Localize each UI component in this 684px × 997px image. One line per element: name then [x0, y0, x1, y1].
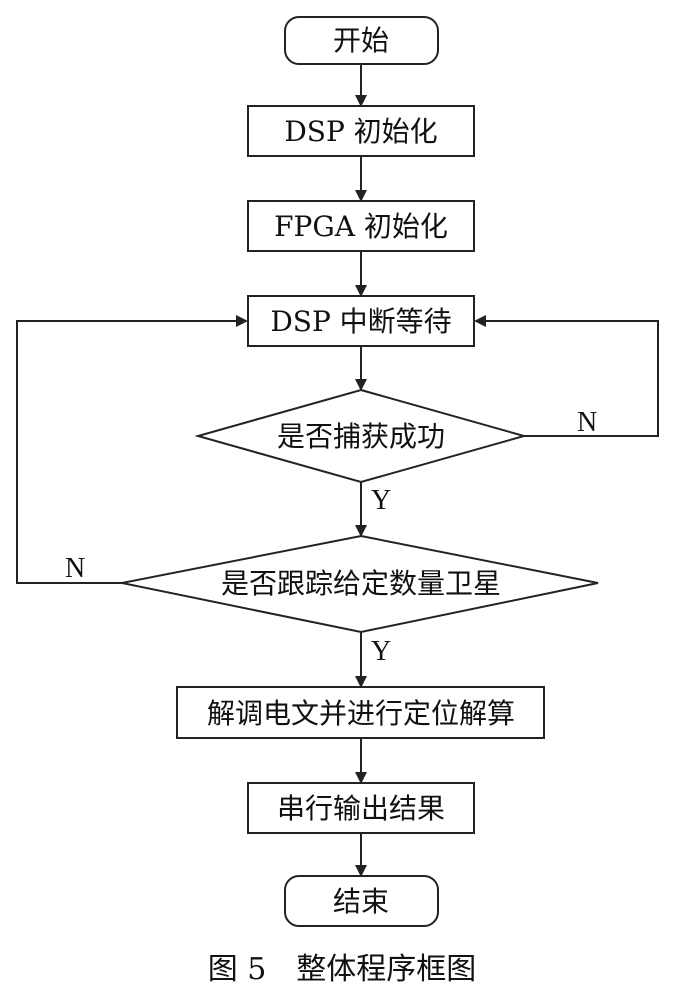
- start-label: 开始: [333, 24, 389, 57]
- dsp-wait-label: DSP 中断等待: [270, 305, 451, 338]
- dsp-wait-node: DSP 中断等待: [247, 295, 475, 347]
- dsp-init-label: DSP 初始化: [284, 115, 437, 148]
- track-decision-node: 是否跟踪给定数量卫星: [121, 534, 599, 634]
- capture-decision-label: 是否捕获成功: [277, 420, 445, 453]
- dsp-init-node: DSP 初始化: [247, 105, 475, 157]
- start-node: 开始: [284, 16, 439, 65]
- end-label: 结束: [333, 885, 389, 918]
- track-yes-label: Y: [371, 636, 391, 667]
- fpga-init-node: FPGA 初始化: [247, 200, 475, 252]
- arrow-capture-no-loop: [474, 315, 659, 437]
- figure-caption: 图 5 整体程序框图: [208, 952, 477, 987]
- serial-out-node: 串行输出结果: [247, 782, 475, 834]
- serial-out-label: 串行输出结果: [277, 792, 445, 825]
- demod-node: 解调电文并进行定位解算: [176, 686, 545, 739]
- capture-decision-node: 是否捕获成功: [194, 388, 528, 484]
- capture-yes-label: Y: [371, 485, 391, 516]
- track-decision-label: 是否跟踪给定数量卫星: [221, 567, 501, 600]
- demod-label: 解调电文并进行定位解算: [207, 697, 515, 730]
- arrow-track-no-loop: [16, 315, 248, 584]
- end-node: 结束: [284, 875, 439, 927]
- capture-no-label: N: [577, 407, 597, 438]
- track-no-label: N: [65, 553, 85, 584]
- fpga-init-label: FPGA 初始化: [274, 210, 448, 243]
